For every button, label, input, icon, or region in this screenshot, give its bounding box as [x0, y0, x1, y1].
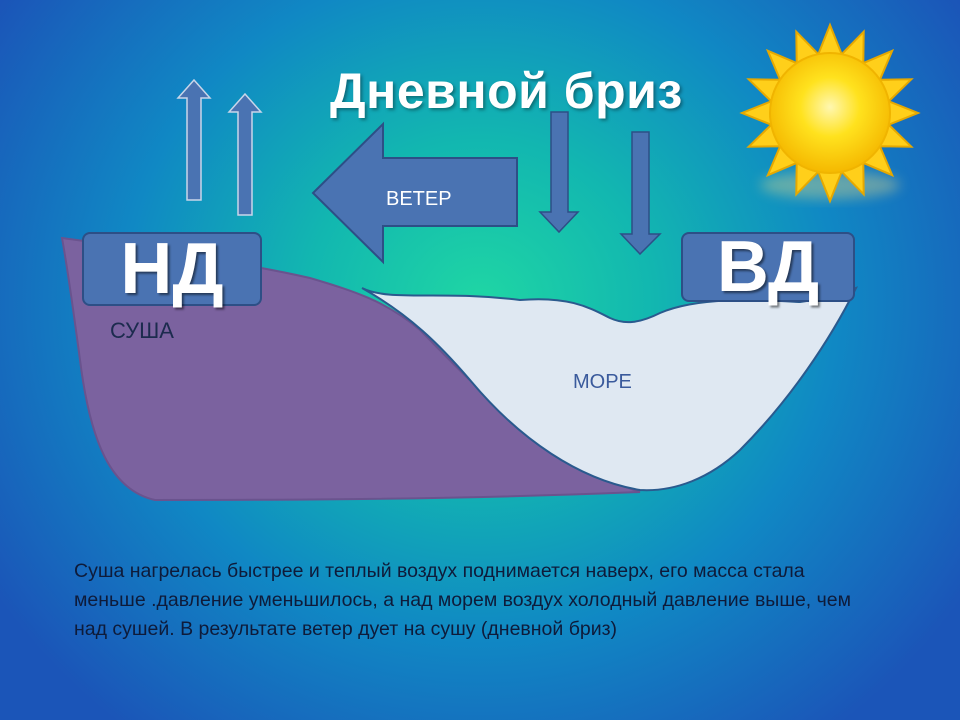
low-pressure-box: НД	[82, 229, 262, 309]
arrow-up-icon	[227, 92, 263, 216]
high-pressure-box: ВД	[681, 227, 855, 307]
land-label: СУША	[110, 318, 174, 343]
high-pressure-label: ВД	[716, 227, 820, 307]
sun-icon	[739, 22, 921, 204]
wind-label: ВЕТЕР	[386, 188, 452, 210]
sea-shape	[361, 286, 859, 492]
sea-label: МОРЕ	[573, 371, 632, 393]
arrow-left-icon	[311, 121, 518, 265]
arrow-up-icon	[176, 78, 212, 201]
page-title: Дневной бриз	[330, 63, 683, 119]
description-text: Суша нагрелась быстрее и теплый воздух п…	[74, 560, 852, 640]
arrow-down-icon	[619, 131, 662, 256]
low-pressure-label: НД	[120, 229, 224, 309]
arrow-down-icon	[538, 111, 580, 234]
